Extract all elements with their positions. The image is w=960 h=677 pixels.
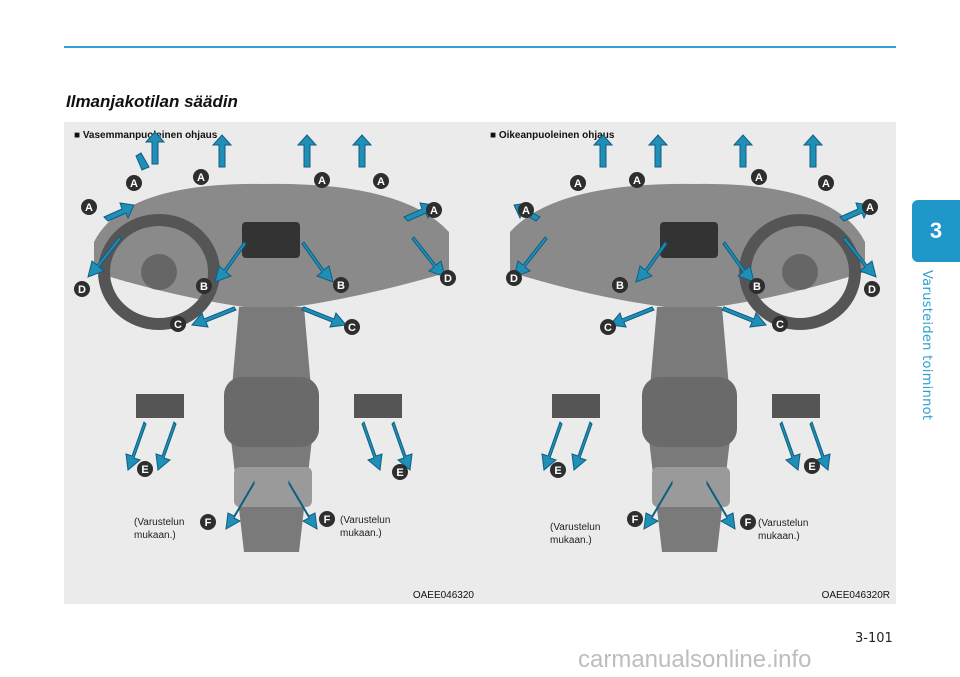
label-a: A bbox=[126, 175, 142, 191]
chapter-title: Varusteiden toiminnot bbox=[919, 270, 934, 421]
svg-text:A: A bbox=[377, 176, 385, 188]
image-code: OAEE046320 bbox=[412, 590, 474, 601]
label-a: A bbox=[629, 172, 645, 188]
panel-title: ■ Vasemmanpuoleinen ohjaus bbox=[74, 130, 218, 141]
svg-text:E: E bbox=[554, 465, 561, 477]
label-e: E bbox=[137, 461, 153, 477]
steering-hub bbox=[141, 254, 177, 290]
watermark: carmanualsonline.info bbox=[578, 646, 812, 673]
svg-text:A: A bbox=[430, 205, 438, 217]
steering-wheel bbox=[98, 214, 220, 330]
label-a: A bbox=[518, 202, 534, 218]
dashboard-illustration-lhd: A A A A A A B B C C D D E E F F bbox=[74, 131, 456, 552]
panel-right-hand-drive: ■ Oikeanpuoleinen ohjaus bbox=[480, 122, 896, 604]
svg-text:F: F bbox=[632, 514, 639, 526]
label-a: A bbox=[426, 202, 442, 218]
label-f: F bbox=[740, 514, 756, 530]
equipment-note-left: (Varustelun mukaan.) bbox=[134, 517, 185, 541]
svg-text:A: A bbox=[822, 178, 830, 190]
label-a: A bbox=[314, 172, 330, 188]
svg-text:B: B bbox=[200, 281, 208, 293]
header-rule bbox=[64, 46, 896, 48]
label-d: D bbox=[74, 281, 90, 297]
label-a: A bbox=[193, 169, 209, 185]
floor-vent-left bbox=[136, 394, 184, 418]
label-a: A bbox=[751, 169, 767, 185]
svg-text:E: E bbox=[141, 464, 148, 476]
svg-text:F: F bbox=[205, 517, 212, 529]
equipment-note-right: (Varustelun mukaan.) bbox=[340, 515, 391, 539]
equipment-note-left: (Varustelun mukaan.) bbox=[550, 522, 601, 546]
floor-vent-right bbox=[772, 394, 820, 418]
chapter-tab: 3 bbox=[912, 200, 960, 262]
svg-text:B: B bbox=[337, 280, 345, 292]
label-e: E bbox=[804, 458, 820, 474]
label-c: C bbox=[600, 319, 616, 335]
label-a: A bbox=[818, 175, 834, 191]
svg-text:D: D bbox=[444, 273, 452, 285]
svg-text:A: A bbox=[574, 178, 582, 190]
label-d: D bbox=[506, 270, 522, 286]
section-title: Ilmanjakotilan säädin bbox=[66, 92, 238, 111]
equipment-note-right: (Varustelun mukaan.) bbox=[758, 518, 809, 542]
label-c: C bbox=[344, 319, 360, 335]
label-c: C bbox=[170, 316, 186, 332]
label-a: A bbox=[81, 199, 97, 215]
armrest bbox=[642, 377, 737, 447]
label-d: D bbox=[864, 281, 880, 297]
svg-text:A: A bbox=[85, 202, 93, 214]
svg-text:B: B bbox=[616, 280, 624, 292]
center-screen bbox=[660, 222, 718, 258]
svg-text:F: F bbox=[745, 517, 752, 529]
svg-text:A: A bbox=[866, 202, 874, 214]
panel-left-hand-drive: ■ Vasemmanpuoleinen ohjaus bbox=[64, 122, 480, 604]
label-b: B bbox=[749, 278, 765, 294]
page-number: 3-101 bbox=[855, 631, 893, 646]
svg-text:E: E bbox=[396, 467, 403, 479]
label-f: F bbox=[319, 511, 335, 527]
floor-vent-left bbox=[552, 394, 600, 418]
svg-text:E: E bbox=[808, 461, 815, 473]
label-e: E bbox=[550, 462, 566, 478]
center-screen bbox=[242, 222, 300, 258]
svg-text:C: C bbox=[776, 319, 784, 331]
floor-vent-right bbox=[354, 394, 402, 418]
rear-vent-unit bbox=[234, 467, 312, 507]
svg-text:D: D bbox=[78, 284, 86, 296]
rear-vent-unit bbox=[652, 467, 730, 507]
armrest bbox=[224, 377, 319, 447]
svg-text:F: F bbox=[324, 514, 331, 526]
chapter-title-vertical: Varusteiden toiminnot bbox=[919, 270, 946, 430]
svg-text:C: C bbox=[348, 322, 356, 334]
svg-text:D: D bbox=[510, 273, 518, 285]
label-a: A bbox=[570, 175, 586, 191]
svg-text:A: A bbox=[755, 172, 763, 184]
svg-text:D: D bbox=[868, 284, 876, 296]
label-b: B bbox=[333, 277, 349, 293]
svg-text:A: A bbox=[522, 205, 530, 217]
label-a: A bbox=[373, 173, 389, 189]
steering-hub bbox=[782, 254, 818, 290]
label-d: D bbox=[440, 270, 456, 286]
label-b: B bbox=[196, 278, 212, 294]
svg-text:A: A bbox=[130, 178, 138, 190]
label-f: F bbox=[627, 511, 643, 527]
svg-text:C: C bbox=[604, 322, 612, 334]
chapter-number: 3 bbox=[929, 218, 943, 243]
label-f: F bbox=[200, 514, 216, 530]
label-e: E bbox=[392, 464, 408, 480]
image-code: OAEE046320R bbox=[821, 590, 890, 601]
panel-title: ■ Oikeanpuoleinen ohjaus bbox=[490, 130, 615, 141]
dashboard-illustration-rhd: A A A A A A B B C C D D E E F F bbox=[506, 134, 880, 552]
label-b: B bbox=[612, 277, 628, 293]
svg-text:B: B bbox=[753, 281, 761, 293]
label-c: C bbox=[772, 316, 788, 332]
svg-text:C: C bbox=[174, 319, 182, 331]
svg-text:A: A bbox=[318, 175, 326, 187]
svg-text:A: A bbox=[633, 175, 641, 187]
label-a: A bbox=[862, 199, 878, 215]
airflow-arrows bbox=[87, 131, 446, 530]
svg-text:A: A bbox=[197, 172, 205, 184]
